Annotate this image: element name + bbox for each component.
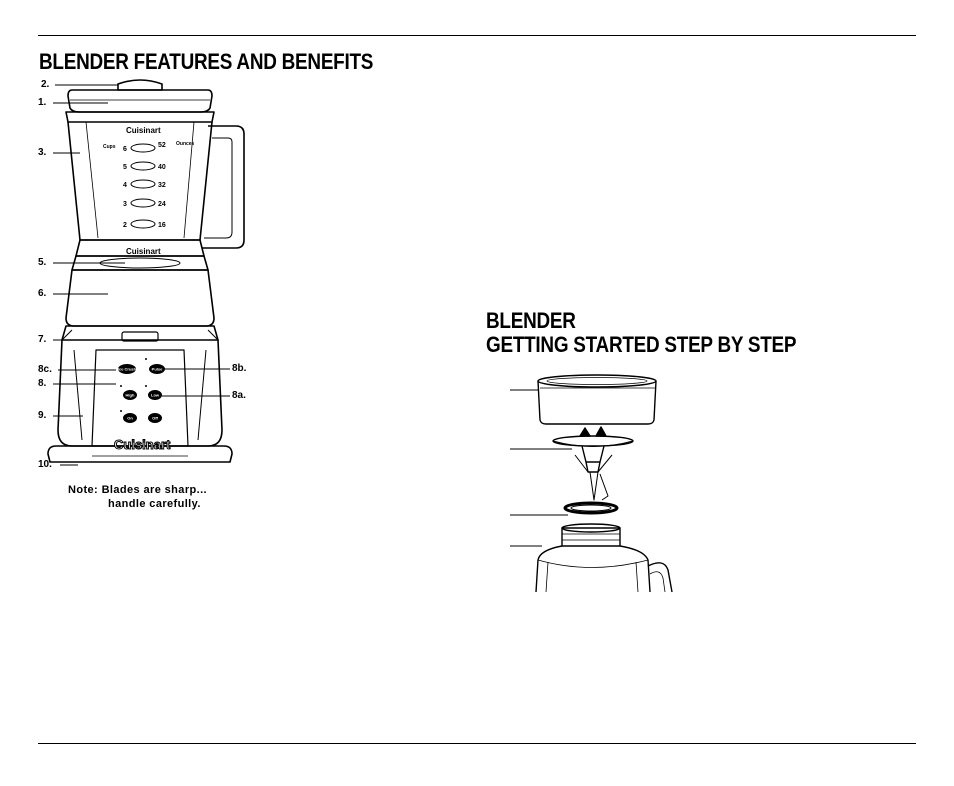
callout-2: 2.: [41, 79, 50, 90]
high-button-shape: [123, 390, 137, 400]
callout-5: 5.: [38, 257, 47, 268]
base-brand: Cuisinart: [114, 437, 171, 452]
jar-cups-label: Cups: [103, 144, 116, 150]
jar-cups-5: 2: [123, 222, 127, 229]
top-rule: [38, 35, 916, 36]
jar-brand-top: Cuisinart: [126, 126, 161, 135]
jar-ounces-5: 16: [158, 222, 166, 229]
pulse-label: Pulse: [152, 367, 163, 372]
callout-6: 6.: [38, 288, 47, 299]
jar-brand-bottom: Cuisinart: [126, 247, 161, 256]
callout-8a: 8a.: [232, 390, 246, 401]
callout-1: 1.: [38, 97, 47, 108]
callout-10: 10.: [38, 459, 52, 470]
jar-cups-3: 4: [123, 182, 127, 189]
getting-started-heading-line2: GETTING STARTED STEP BY STEP: [486, 332, 797, 357]
getting-started-heading-line1: BLENDER: [486, 308, 576, 333]
ice-crush-button-shape: [118, 364, 136, 374]
blade-note-line2: handle carefully.: [108, 498, 201, 510]
callout-9: 9.: [38, 410, 47, 421]
pulse-button-shape: [149, 364, 165, 374]
low-label: Low: [151, 393, 160, 398]
callout-8c: 8c.: [38, 364, 52, 375]
off-button-shape: [148, 413, 162, 423]
on-button-shape: [123, 413, 137, 423]
jar-ounces-2: 40: [158, 164, 166, 171]
bottom-rule: [38, 743, 916, 744]
callout-8b: 8b.: [232, 363, 247, 374]
on-label: On: [127, 416, 133, 421]
jar-ounces-3: 32: [158, 182, 166, 189]
high-label: High: [126, 393, 135, 398]
features-heading: BLENDER FEATURES AND BENEFITS: [39, 49, 374, 74]
jar-cups-2: 5: [123, 164, 127, 171]
callout-7: 7.: [38, 334, 47, 345]
callout-3: 3.: [38, 147, 47, 158]
low-button-shape: [148, 390, 162, 400]
callout-8: 8.: [38, 378, 47, 389]
jar-ounces-label: Ounces: [176, 141, 195, 147]
ice-crush-label: Ice Crush: [118, 367, 137, 372]
jar-cups-4: 3: [123, 201, 127, 208]
off-label: Off: [152, 416, 158, 421]
jar-cups-1: 6: [123, 146, 127, 153]
jar-ounces-1: 52: [158, 142, 166, 149]
control-panel: [118, 358, 165, 423]
blade-note-line1: Note: Blades are sharp...: [68, 484, 207, 496]
jar-ounces-4: 24: [158, 201, 166, 208]
